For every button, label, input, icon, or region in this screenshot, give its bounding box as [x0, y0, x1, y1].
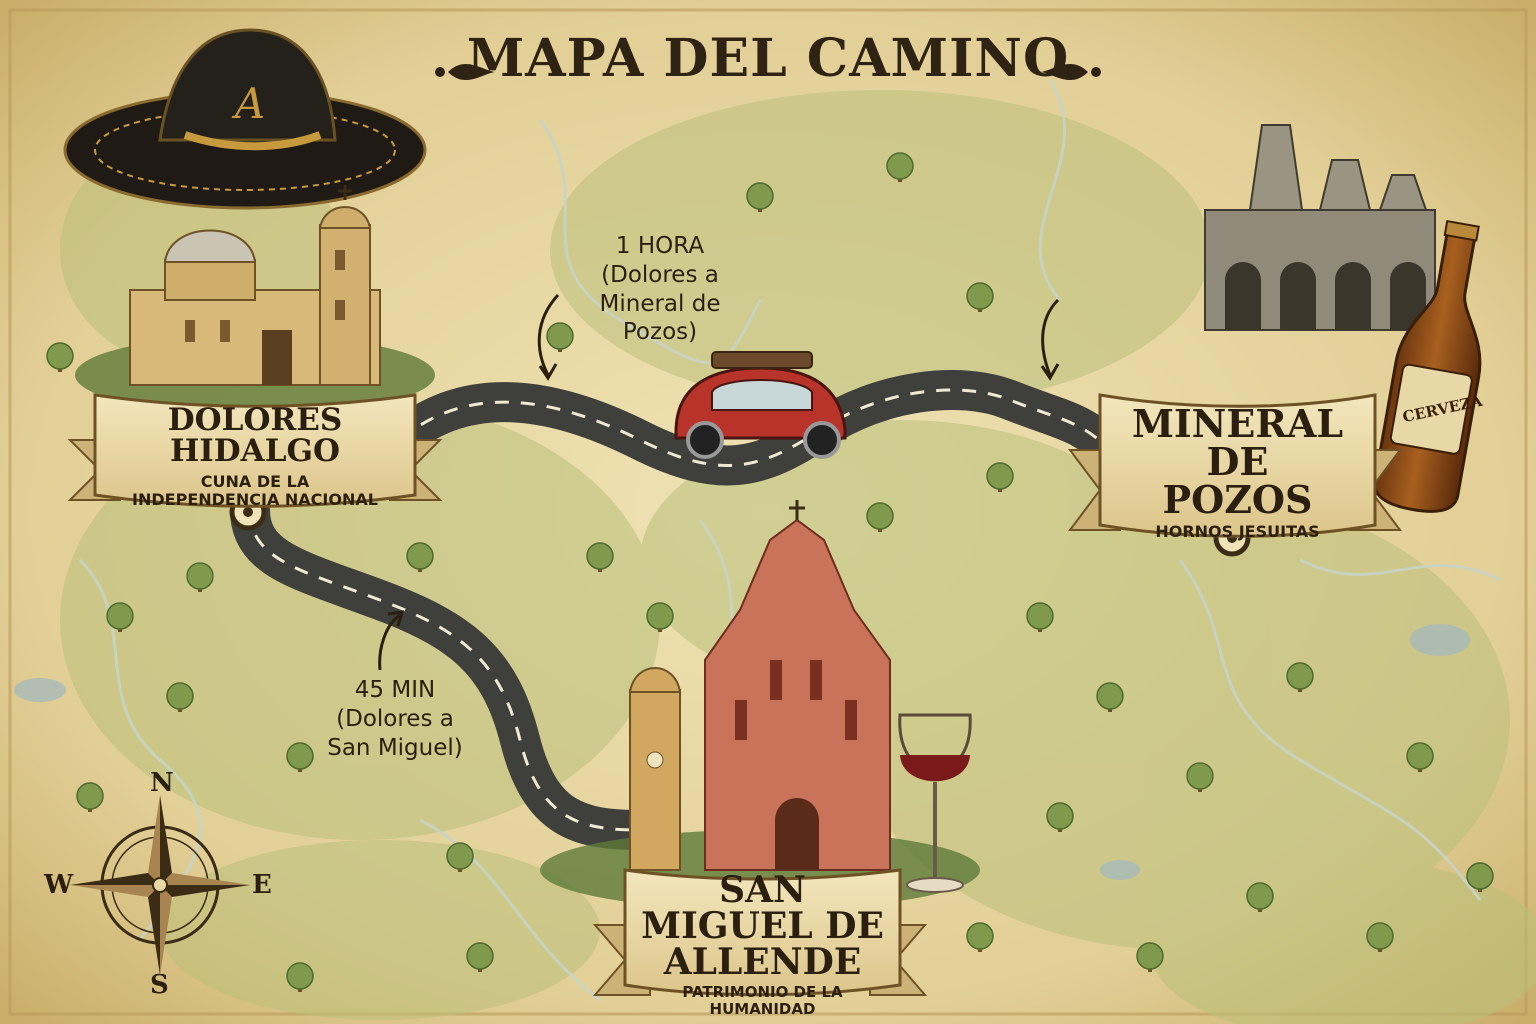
compass-rose-icon: [70, 795, 250, 975]
lakes: [14, 624, 1470, 880]
route-arrows: [378, 293, 1060, 671]
tree-icon: [1286, 662, 1314, 692]
compass-south: S: [150, 970, 169, 1000]
map-border: [8, 8, 1528, 1016]
arrow-45min: [378, 613, 401, 671]
tree-icon: [406, 542, 434, 572]
city-subtitle: PATRIMONIO DE LA HUMANIDAD: [682, 983, 843, 1019]
map-title: MAPA DEL CAMINO: [466, 28, 1070, 89]
arrow-head: [538, 363, 558, 381]
tree-icon: [466, 942, 494, 972]
tree-icon: [1406, 742, 1434, 772]
trees: [46, 152, 1494, 992]
tree-icon: [1046, 802, 1074, 832]
arrow-1hora: [537, 293, 560, 376]
tree-icon: [986, 462, 1014, 492]
tree-icon: [886, 152, 914, 182]
tree-icon: [286, 742, 314, 772]
city-name: DOLORES HIDALGO: [167, 402, 343, 469]
ribbon-sanmiguel: [592, 868, 928, 997]
arrow-head: [387, 610, 405, 627]
sombrero-icon: A: [63, 28, 427, 210]
tree-icon: [866, 502, 894, 532]
tree-icon: [186, 562, 214, 592]
city-subtitle: HORNOS JESUITAS: [1155, 522, 1320, 541]
church-dolores-icon: [75, 185, 435, 415]
tree-icon: [586, 542, 614, 572]
compass-east: E: [252, 870, 272, 900]
road-centerline: [399, 388, 1112, 467]
tree-icon: [1096, 682, 1124, 712]
tree-icon: [1246, 882, 1274, 912]
route-detail: (Dolores a San Miguel): [327, 705, 463, 761]
tree-icon: [1466, 862, 1494, 892]
tree-icon: [1366, 922, 1394, 952]
tree-icon: [286, 962, 314, 992]
arrow-head: [1040, 363, 1060, 381]
tree-icon: [1026, 602, 1054, 632]
beer-bottle-icon: [1373, 219, 1482, 513]
tree-icon: [46, 342, 74, 372]
tree-icon: [76, 782, 104, 812]
city-name: MINERAL DE POZOS: [1131, 401, 1344, 522]
city-label-dolores[interactable]: DOLORES HIDALGO CUNA DE LA INDEPENDENCIA…: [95, 405, 415, 510]
tree-icon: [646, 602, 674, 632]
compass-north: N: [150, 768, 174, 798]
city-subtitle: CUNA DE LA INDEPENDENCIA NACIONAL: [132, 472, 378, 510]
tree-icon: [446, 842, 474, 872]
tree-icon: [966, 922, 994, 952]
ribbon-dolores: [67, 393, 443, 508]
ribbon-pozos: [1068, 393, 1402, 538]
route-detail: (Dolores a Mineral de Pozos): [599, 261, 721, 346]
car-icon: [674, 351, 847, 459]
city-name: SAN MIGUEL DE ALLENDE: [641, 869, 884, 983]
svg-text:A: A: [231, 79, 265, 128]
tree-icon: [966, 282, 994, 312]
wine-glass-icon: [898, 713, 972, 893]
road-dolores-sanmiguel: [230, 490, 660, 850]
route-time: 45 MIN: [354, 677, 436, 703]
arrow-pozos: [1041, 298, 1060, 376]
kilns-icon: [1204, 124, 1436, 331]
tree-icon: [546, 322, 574, 352]
route-label-1hora: 1 HORA (Dolores a Mineral de Pozos): [555, 232, 765, 347]
title-flourish: [435, 63, 1101, 81]
route-time: 1 HORA: [615, 233, 705, 259]
tree-icon: [746, 182, 774, 212]
city-label-sanmiguel[interactable]: SAN MIGUEL DE ALLENDE PATRIMONIO DE LA H…: [630, 872, 895, 1019]
tree-icon: [1136, 942, 1164, 972]
compass-west: W: [44, 870, 74, 900]
tree-icon: [106, 602, 134, 632]
city-label-pozos[interactable]: MINERAL DE POZOS HORNOS JESUITAS: [1115, 405, 1360, 541]
road-network: [230, 370, 1130, 850]
tree-icon: [166, 682, 194, 712]
tree-icon: [1186, 762, 1214, 792]
route-label-45min: 45 MIN (Dolores a San Miguel): [325, 676, 465, 762]
